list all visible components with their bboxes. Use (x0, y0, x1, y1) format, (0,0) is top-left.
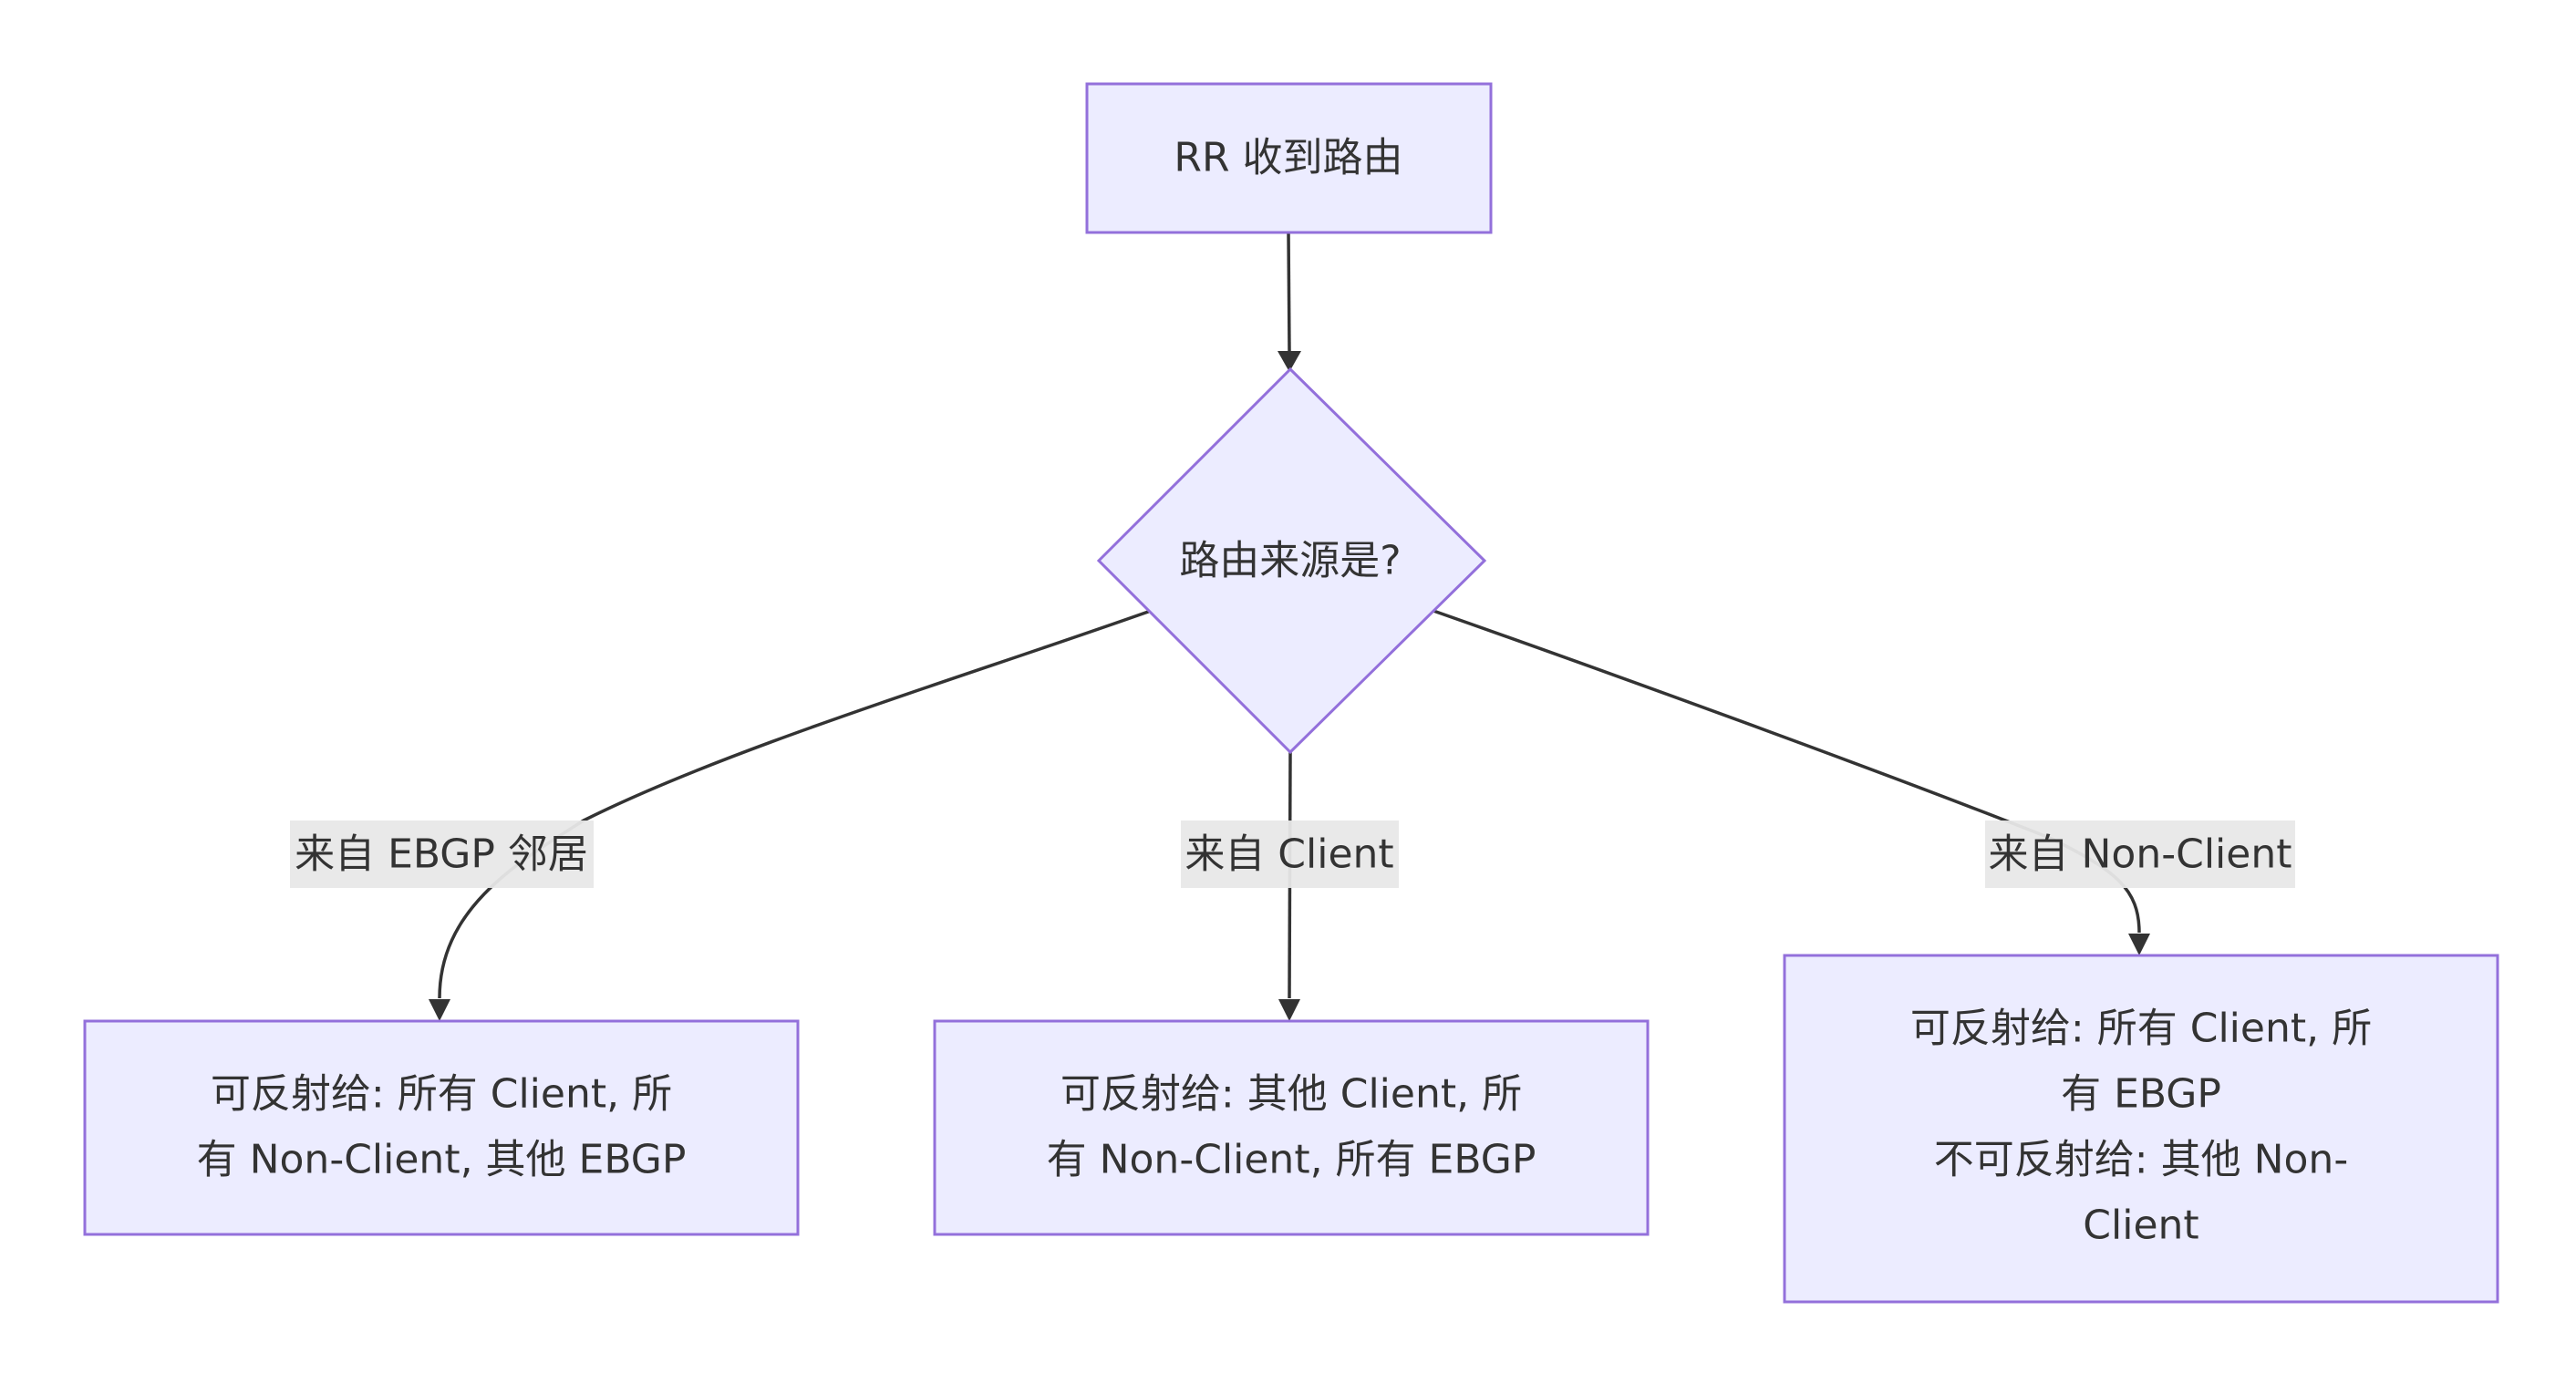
edge-label-client-text: 来自 Client (1185, 831, 1393, 878)
node-start-text: RR 收到路由 (1174, 135, 1402, 181)
arrowhead-decision (1278, 351, 1301, 372)
ebgp-result-line-2: 有 Non-Client, 其他 EBGP (197, 1137, 687, 1183)
arrowhead-client (1278, 999, 1300, 1021)
node-start: RR 收到路由 (1085, 82, 1493, 234)
ebgp-result-line-1: 可反射给: 所有 Client, 所 (211, 1071, 672, 1118)
edge-label-ebgp-text: 来自 EBGP 邻居 (295, 831, 588, 878)
node-decision-text: 路由来源是? (1179, 538, 1401, 584)
node-ebgp-result: 可反射给: 所有 Client, 所 有 Non-Client, 其他 EBGP (83, 1019, 800, 1236)
nonclient-result-line-1: 可反射给: 所有 Client, 所 (1910, 1006, 2372, 1052)
arrowhead-nonclient (2128, 934, 2150, 955)
node-decision: 路由来源是? (1096, 366, 1487, 755)
arrowhead-ebgp (429, 999, 450, 1021)
node-nonclient-result: 可反射给: 所有 Client, 所 有 EBGP 不可反射给: 其他 Non-… (1783, 954, 2499, 1304)
edge-label-client: 来自 Client (1181, 821, 1399, 888)
client-result-line-1: 可反射给: 其他 Client, 所 (1060, 1071, 1522, 1118)
nonclient-result-line-4: Client (2083, 1202, 2198, 1249)
node-client-result: 可反射给: 其他 Client, 所 有 Non-Client, 所有 EBGP (933, 1019, 1650, 1236)
edge-decision-to-ebgp (438, 609, 1152, 999)
edge-label-ebgp: 来自 EBGP 邻居 (290, 821, 594, 888)
nonclient-result-line-3: 不可反射给: 其他 Non- (1934, 1137, 2348, 1183)
nonclient-result-line-2: 有 EBGP (2061, 1071, 2221, 1118)
client-result-line-2: 有 Non-Client, 所有 EBGP (1047, 1137, 1536, 1183)
edge-start-to-decision (1287, 232, 1291, 352)
edge-label-nonclient-text: 来自 Non-Client (1989, 831, 2292, 878)
edge-label-nonclient: 来自 Non-Client (1985, 821, 2295, 888)
